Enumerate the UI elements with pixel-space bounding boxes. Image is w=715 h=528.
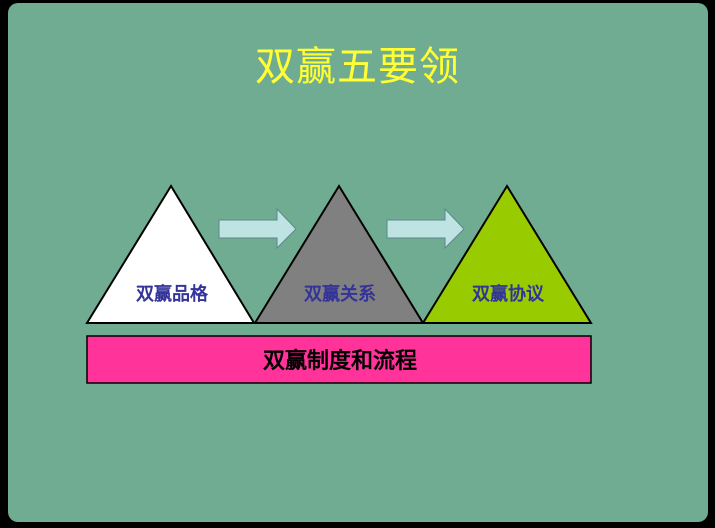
arrow-right-icon [218, 207, 297, 250]
triangle-label-agreement: 双赢协议 [472, 283, 545, 305]
arrow-right-icon [386, 207, 465, 250]
triangle-agreement [421, 184, 593, 324]
foundation-label: 双赢制度和流程 [263, 348, 417, 374]
triangle-label-relationship: 双赢关系 [304, 283, 376, 305]
foundation-bar [86, 335, 592, 384]
triangle-relationship [253, 184, 425, 324]
triangle-label-character: 双赢品格 [136, 283, 209, 305]
slide-title: 双赢五要领 [255, 44, 460, 90]
triangle-character [85, 184, 256, 324]
